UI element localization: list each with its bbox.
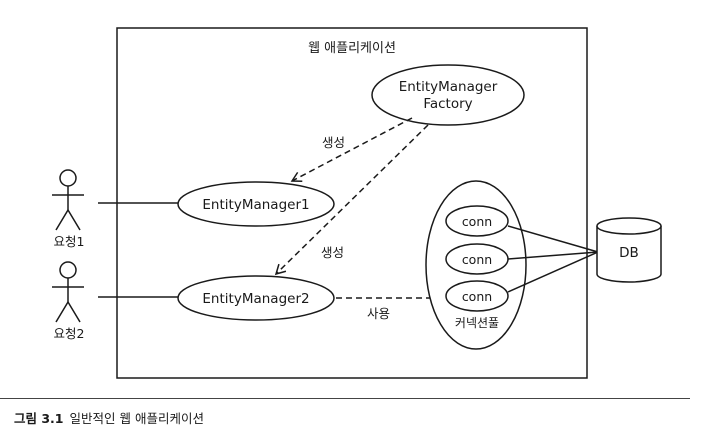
factory-label-line2: Factory — [423, 96, 472, 112]
actor-1-label: 요청1 — [54, 234, 85, 249]
container-title: 웹 애플리케이션 — [308, 41, 396, 56]
factory-label-line1: EntityManager — [399, 79, 498, 95]
conn-1-db-link — [507, 225, 599, 253]
conn-3-db-link — [507, 251, 599, 293]
actor-1-figure — [52, 169, 84, 231]
caption-divider — [0, 398, 690, 399]
conn-1-label: conn — [462, 214, 492, 229]
conn-3-node — [445, 280, 509, 312]
create-label-1: 생성 — [322, 135, 345, 150]
figure-caption: 그림 3.1 일반적인 웹 애플리케이션 — [14, 408, 204, 427]
figure-caption-text: 일반적인 웹 애플리케이션 — [69, 411, 204, 426]
entity-manager-2-node — [177, 275, 335, 321]
use-label: 사용 — [367, 306, 390, 321]
actor-2-label: 요청2 — [54, 326, 85, 341]
figure-number: 그림 3.1 — [14, 411, 64, 426]
entity-manager-factory-node — [371, 64, 525, 126]
entity-manager-2-label: EntityManager2 — [202, 291, 309, 307]
connection-pool-label: 커넥션풀 — [455, 316, 499, 330]
conn-2-db-link — [507, 251, 599, 260]
conn-3-label: conn — [462, 289, 492, 304]
create-label-2: 생성 — [321, 245, 344, 260]
database-label: DB — [619, 245, 639, 261]
create-arrow-2 — [274, 124, 429, 276]
conn-2-label: conn — [462, 252, 492, 267]
conn-1-node — [445, 205, 509, 237]
database-cylinder — [596, 217, 662, 283]
entity-manager-1-label: EntityManager1 — [202, 197, 309, 213]
actor-2-figure — [52, 261, 84, 323]
entity-manager-1-node — [177, 181, 335, 227]
create-arrow-1 — [290, 117, 413, 182]
